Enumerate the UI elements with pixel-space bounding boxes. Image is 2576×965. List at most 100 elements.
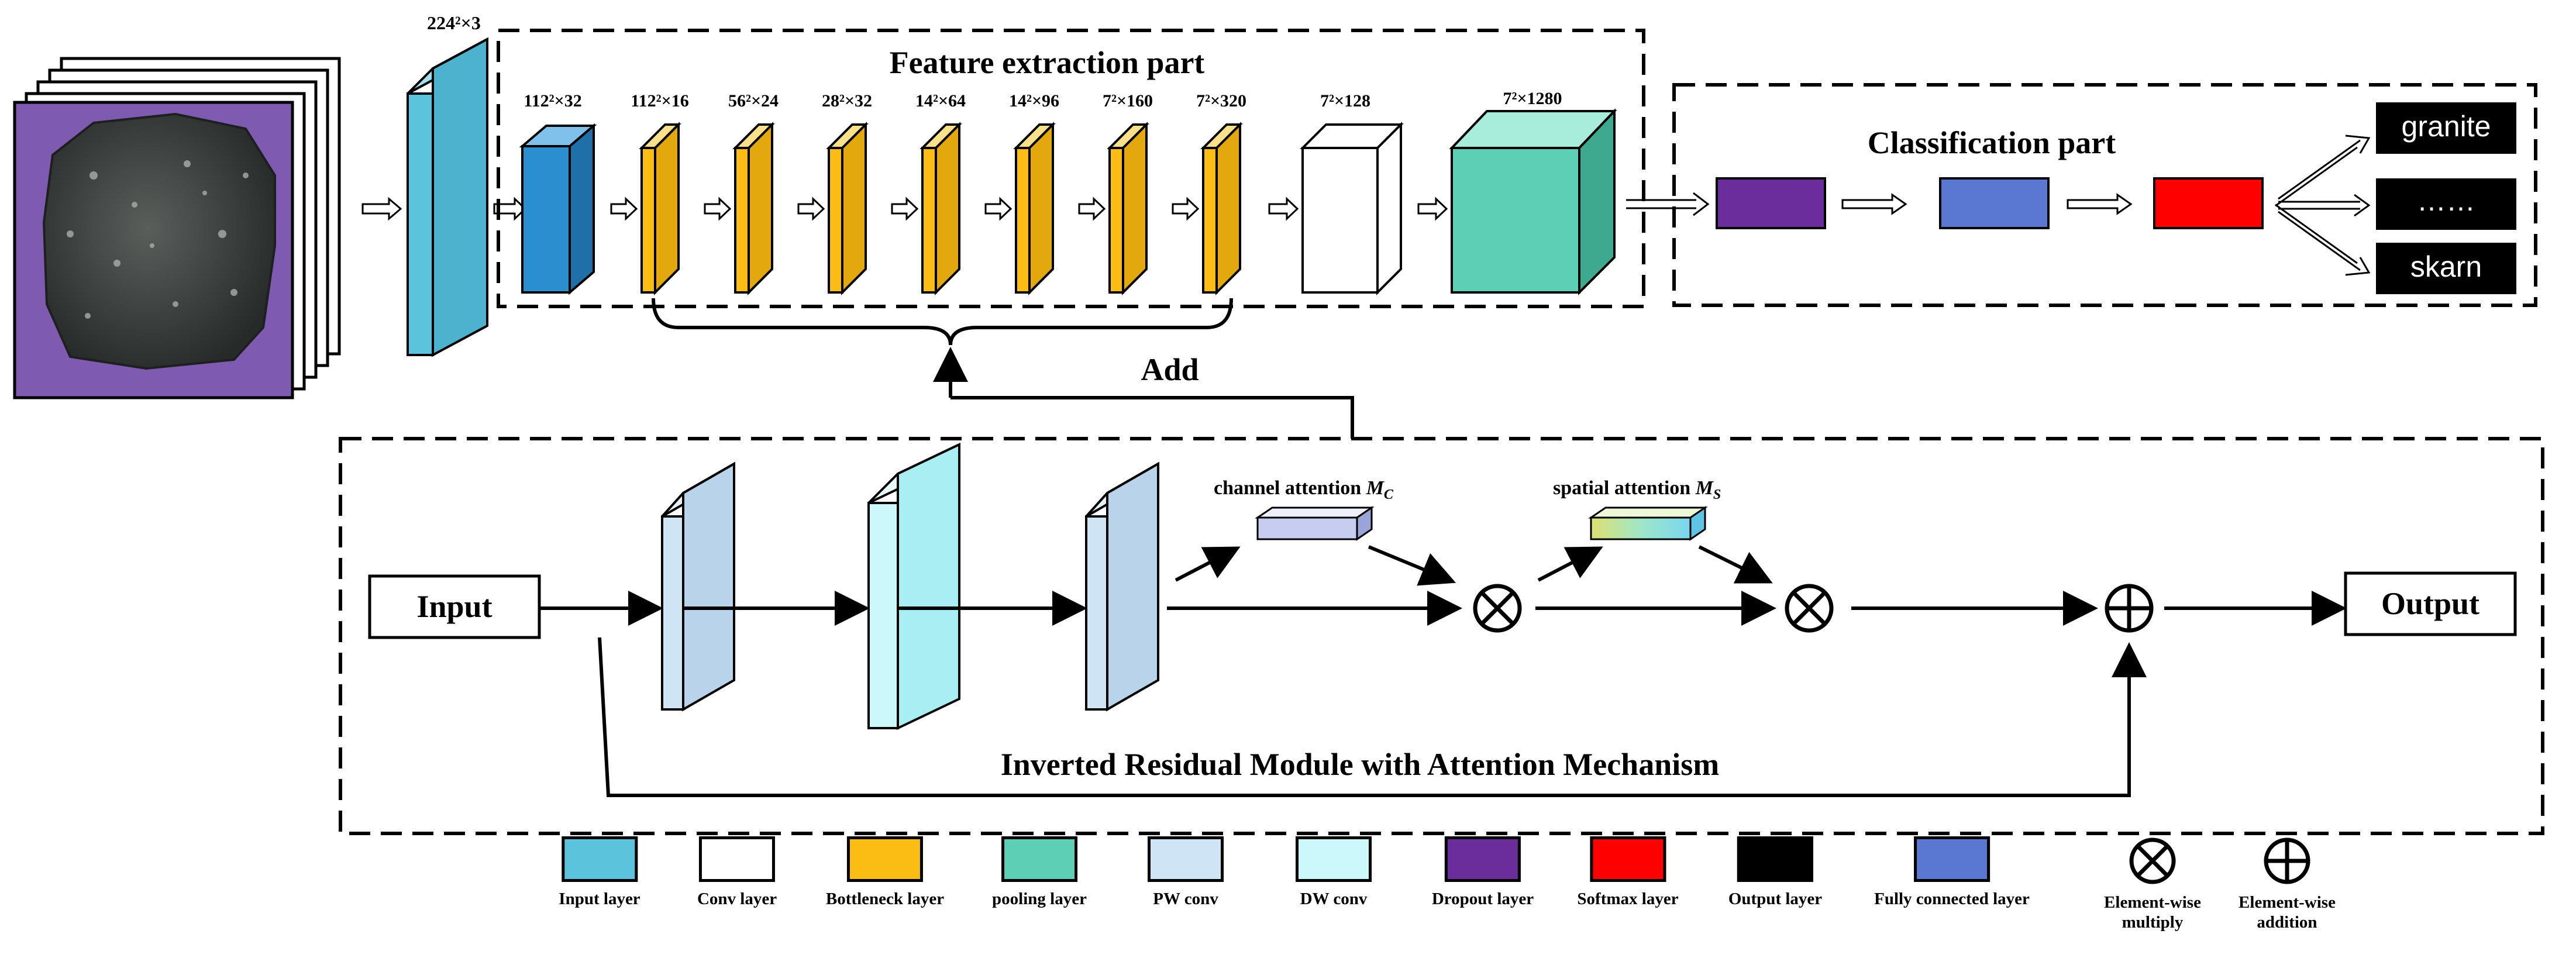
legend: Input layer Conv layer Bottleneck layer … [0,836,2576,965]
main-flow-arrows [539,545,2347,797]
feature-extraction-box [497,29,1645,308]
legend-item-element-wise-addition: Element-wise addition [2238,836,2336,932]
legend-label: Bottleneck layer [825,890,945,908]
legend-label: Softmax layer [1577,890,1679,908]
spatial-attention-label: spatial attention MS [1553,477,1721,502]
legend-item-element-wise-multiply: Element-wise multiply [2104,836,2201,932]
legend-label: Element-wise addition [2238,893,2336,932]
input-image-stack [13,57,341,399]
softmax-layer-box [2153,177,2264,229]
addition-icon [2264,838,2310,884]
multiply-icon [2129,838,2176,884]
pw-conv-block-2 [1085,461,1159,712]
module-title: Inverted Residual Module with Attention … [1001,747,1720,782]
bottleneck-block-1 [639,122,681,295]
legend-item-pw-conv: PW conv [1148,836,1224,909]
legend-swatch [846,836,923,882]
legend-item-bottleneck-layer: Bottleneck layer [826,836,944,909]
legend-label: Fully connected layer [1874,890,2030,908]
legend-item-pooling-layer: pooling layer [992,836,1087,909]
legend-label: PW conv [1153,890,1218,908]
output-label-ellipsis: …… [2417,184,2475,217]
legend-swatch [1913,836,1990,882]
hollow-arrow [797,197,825,221]
dw-conv-block [867,442,960,730]
spatial-attention-block [1588,506,1708,541]
hollow-arrow [1417,197,1448,221]
element-wise-addition-node [2105,584,2154,633]
dim-label: 56²×24 [728,91,779,111]
legend-swatch [1590,836,1666,882]
dim-label: 112²×16 [631,91,688,111]
conv-layer-block [1300,122,1404,295]
module-output-label: Output [2381,586,2479,621]
pooling-layer-block [1449,108,1617,295]
legend-swatch [1001,836,1077,882]
output-box-granite [2376,102,2516,154]
double-hollow-arrow [1626,192,1710,216]
hollow-arrow [1172,197,1200,221]
legend-swatch [1296,836,1372,882]
legend-swatch [1148,836,1224,882]
output-box-ellipsis [2376,178,2516,230]
hollow-arrow [1078,197,1106,221]
hollow-arrow [1841,193,1907,215]
inverted-residual-module-box [339,437,2544,835]
bottleneck-block-3 [826,122,869,295]
legend-swatch [1444,836,1521,882]
legend-item-dropout-layer: Dropout layer [1432,836,1534,909]
hollow-arrow [610,197,638,221]
hollow-arrow [891,197,919,221]
add-label: Add [1141,352,1199,387]
pw-conv-block-1 [661,461,735,712]
dim-label: 112²×32 [524,91,581,111]
dim-label: 28²×32 [822,91,872,111]
bottleneck-block-4 [919,122,962,295]
conv1-block [519,123,597,295]
rock-sample-image [42,112,276,370]
hollow-arrow [704,197,732,221]
legend-swatch [699,836,775,882]
input-layer-slab [407,37,488,357]
hollow-arrow [2067,193,2133,215]
dim-label: 14²×64 [915,91,966,111]
add-connector [950,396,1354,439]
dim-label: 14²×96 [1009,91,1059,111]
legend-item-input-layer: Input layer [559,836,640,909]
legend-label: pooling layer [992,890,1087,908]
legend-item-fully-connected-layer: Fully connected layer [1874,836,2030,909]
input-dim-label: 224²×3 [427,12,481,33]
legend-label: Conv layer [697,890,777,908]
hollow-arrow [361,197,402,221]
legend-item-conv-layer: Conv layer [697,836,777,909]
legend-item-dw-conv: DW conv [1296,836,1372,909]
legend-item-softmax-layer: Softmax layer [1577,836,1679,909]
output-label-granite: granite [2402,110,2491,143]
hollow-arrow [1268,197,1299,221]
output-box-skarn [2376,243,2516,294]
fully-connected-layer-box [1939,177,2050,229]
channel-attention-label: channel attention MC [1214,477,1394,502]
dim-label: 7²×160 [1103,91,1153,111]
legend-label: DW conv [1300,890,1368,908]
dim-label: 7²×320 [1196,91,1246,111]
hollow-arrow [984,197,1013,221]
bottleneck-block-7 [1200,122,1243,295]
feature-extraction-title: Feature extraction part [890,45,1205,80]
legend-label: Output layer [1728,890,1823,908]
legend-item-output-layer: Output layer [1728,836,1822,909]
bottleneck-block-6 [1107,122,1149,295]
channel-attention-block [1255,506,1375,541]
module-input-label: Input [416,589,492,624]
bottleneck-block-5 [1013,122,1056,295]
legend-swatch [561,836,638,882]
classification-box [1672,83,2537,307]
legend-swatch [1737,836,1813,882]
add-bracket [652,298,1233,346]
classification-title: Classification part [1868,125,2116,160]
legend-label: Input layer [559,890,640,908]
dim-label: 7²×1280 [1503,89,1562,108]
fan-out-arrows [2275,135,2371,276]
legend-label: Dropout layer [1431,890,1534,908]
